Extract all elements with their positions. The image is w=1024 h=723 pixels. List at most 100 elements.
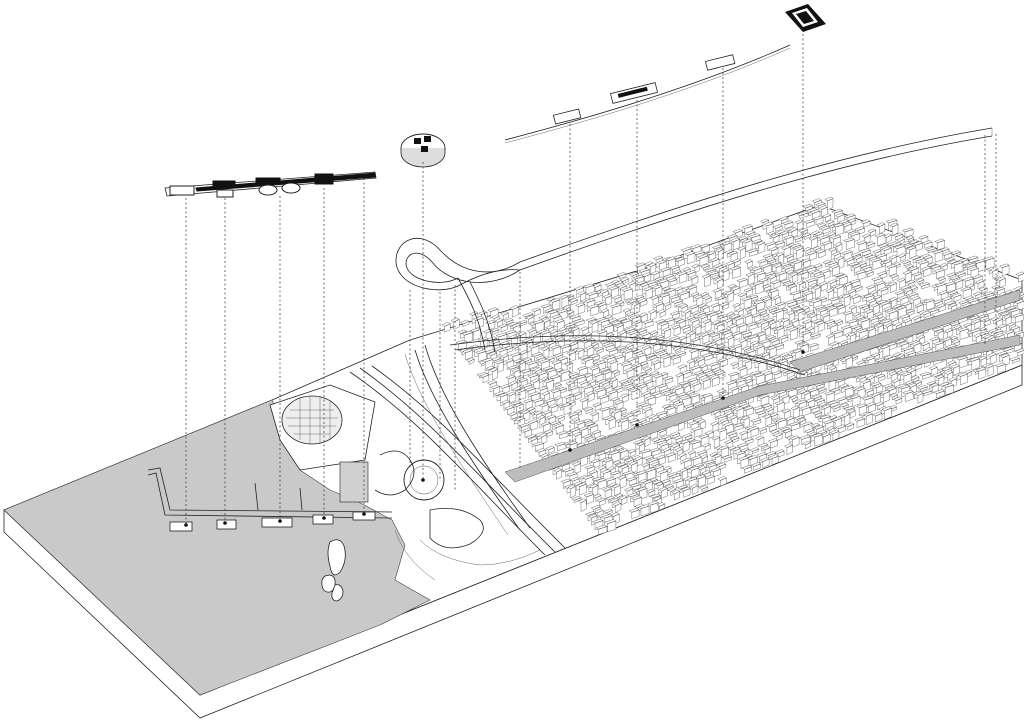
building-block — [567, 372, 579, 380]
building-block — [563, 322, 576, 330]
building-block — [525, 315, 535, 324]
building-block — [966, 255, 979, 264]
building-block — [767, 345, 777, 359]
building-block — [763, 296, 773, 309]
building-block — [614, 399, 624, 411]
building-block — [699, 485, 709, 493]
highway-corridor — [349, 344, 566, 556]
building-block — [886, 264, 897, 277]
building-block — [506, 391, 517, 404]
building-block — [647, 262, 657, 276]
building-block — [569, 314, 581, 322]
building-block — [691, 426, 703, 438]
building-block — [545, 445, 555, 454]
building-block — [558, 369, 571, 382]
building-block — [675, 257, 685, 268]
building-block — [612, 337, 622, 349]
building-block — [592, 402, 602, 412]
building-block — [617, 475, 627, 489]
building-block — [915, 277, 925, 285]
building-block — [637, 298, 648, 307]
building-block — [752, 280, 764, 295]
building-block — [647, 500, 659, 514]
building-block — [874, 232, 886, 247]
building-block — [509, 305, 519, 318]
building-block — [935, 328, 945, 341]
building-block — [981, 317, 991, 327]
building-block — [771, 279, 782, 289]
building-block — [784, 254, 795, 263]
building-block — [582, 357, 594, 369]
building-block — [925, 246, 937, 254]
building-block — [793, 246, 804, 260]
building-block — [676, 271, 688, 284]
building-block — [802, 203, 813, 212]
building-block — [905, 235, 914, 243]
building-block — [820, 432, 831, 444]
building-block — [595, 524, 608, 535]
building-block — [606, 347, 618, 356]
building-block — [616, 272, 627, 280]
building-block — [811, 432, 824, 447]
building-block — [726, 431, 738, 439]
building-block — [647, 309, 657, 321]
building-block — [1012, 312, 1024, 324]
building-block — [869, 257, 882, 271]
building-block — [865, 402, 876, 414]
building-block — [741, 415, 750, 429]
building-block — [774, 449, 785, 458]
building-block — [572, 318, 585, 327]
building-block — [526, 360, 538, 370]
building-block — [577, 290, 587, 303]
building-block — [466, 357, 475, 365]
building-block — [821, 240, 833, 251]
building-block — [830, 404, 841, 413]
building-block — [567, 484, 576, 499]
building-block — [702, 442, 711, 452]
building-block — [878, 286, 889, 296]
building-block — [830, 429, 840, 441]
building-block — [450, 317, 460, 330]
building-block — [561, 402, 572, 416]
building-block — [554, 395, 563, 406]
building-block — [748, 426, 759, 438]
building-block — [680, 486, 691, 498]
building-block — [789, 272, 799, 284]
building-block — [807, 387, 819, 397]
floating-waterfront-strip — [164, 171, 377, 198]
building-block — [731, 423, 744, 432]
building-block — [714, 277, 724, 290]
building-block — [553, 423, 565, 435]
building-block — [915, 391, 924, 404]
building-block — [787, 327, 798, 341]
building-block — [596, 329, 608, 343]
building-block — [660, 267, 672, 278]
building-block — [621, 287, 633, 301]
building-block — [758, 394, 770, 407]
building-block — [843, 237, 855, 250]
anchor-points — [184, 350, 805, 527]
building-block — [676, 318, 686, 329]
building-block — [746, 248, 759, 257]
building-block — [566, 350, 577, 363]
building-block — [736, 322, 748, 334]
building-block — [612, 294, 622, 304]
building-block — [782, 428, 793, 439]
building-block — [489, 367, 499, 381]
building-block — [865, 241, 876, 249]
building-block — [876, 222, 886, 235]
building-block — [982, 256, 995, 270]
building-block — [717, 427, 728, 442]
building-block — [618, 330, 627, 342]
building-block — [776, 270, 788, 282]
building-block — [745, 272, 755, 286]
building-block — [579, 397, 589, 410]
building-block — [564, 361, 573, 375]
building-block — [911, 341, 922, 354]
building-block — [820, 225, 831, 235]
building-block — [816, 387, 827, 394]
building-block — [921, 240, 933, 249]
building-block — [717, 476, 727, 487]
building-block — [765, 407, 775, 416]
building-block — [889, 273, 899, 282]
